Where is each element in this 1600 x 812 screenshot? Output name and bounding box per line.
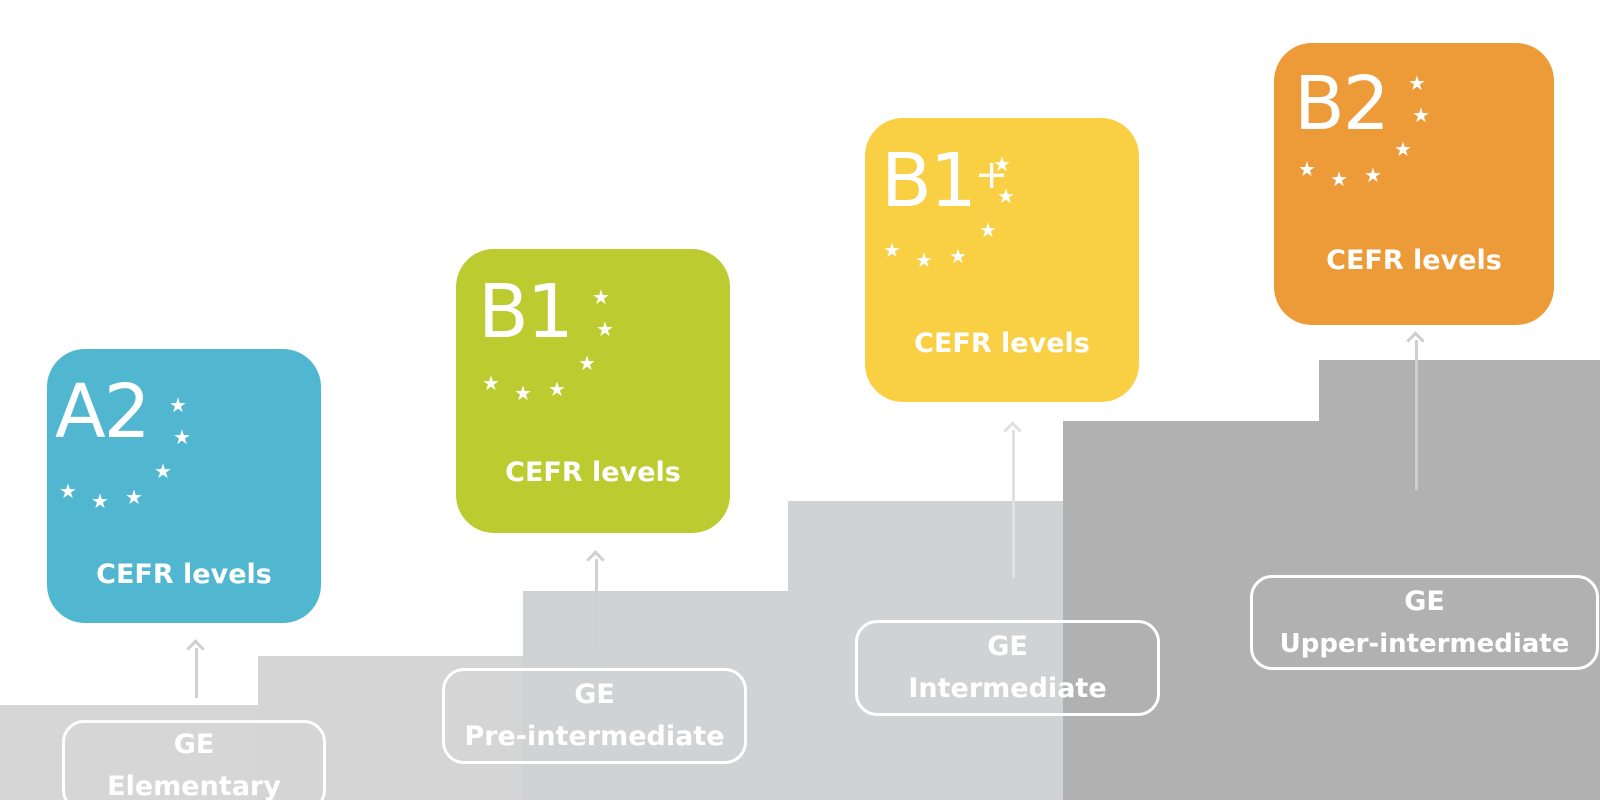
star-icon: ★ bbox=[173, 425, 191, 449]
level-card-b2: B2 ★ ★ ★ ★ ★ ★ CEFR levels bbox=[1274, 43, 1554, 325]
star-icon: ★ bbox=[592, 285, 610, 309]
star-icon: ★ bbox=[59, 479, 77, 503]
star-icon: ★ bbox=[1412, 103, 1430, 127]
arrow-up-icon bbox=[586, 550, 606, 651]
course-prefix: GE bbox=[987, 631, 1028, 662]
arrow-up-icon bbox=[186, 639, 206, 698]
star-icon: ★ bbox=[997, 184, 1015, 208]
level-code: B1+ bbox=[881, 138, 1009, 224]
course-badge-intermediate: GE Intermediate bbox=[855, 620, 1160, 716]
stair-step-4 bbox=[788, 501, 1065, 800]
card-label: CEFR levels bbox=[96, 559, 272, 590]
star-icon: ★ bbox=[1364, 163, 1382, 187]
star-icon: ★ bbox=[91, 489, 109, 513]
star-icon: ★ bbox=[883, 238, 901, 262]
course-prefix: GE bbox=[574, 679, 615, 710]
level-card-b1-plus: B1+ ★ ★ ★ ★ ★ ★ CEFR levels bbox=[865, 118, 1139, 402]
star-icon: ★ bbox=[979, 218, 997, 242]
course-name: Intermediate bbox=[908, 673, 1107, 704]
course-name: Pre-intermediate bbox=[464, 721, 725, 752]
level-code: B1 bbox=[478, 269, 574, 355]
level-card-b1: B1 ★ ★ ★ ★ ★ ★ CEFR levels bbox=[456, 249, 730, 533]
star-icon: ★ bbox=[578, 351, 596, 375]
card-label: CEFR levels bbox=[505, 457, 681, 488]
star-icon: ★ bbox=[482, 371, 500, 395]
star-icon: ★ bbox=[1298, 157, 1316, 181]
course-badge-elementary: GE Elementary bbox=[62, 720, 326, 812]
course-badge-upper-intermediate: GE Upper-intermediate bbox=[1250, 575, 1599, 670]
stair-step-5 bbox=[1063, 421, 1321, 800]
level-code: B2 bbox=[1294, 61, 1390, 147]
star-icon: ★ bbox=[993, 152, 1011, 176]
arrow-up-icon bbox=[1003, 421, 1023, 578]
card-label: CEFR levels bbox=[914, 328, 1090, 359]
star-icon: ★ bbox=[169, 393, 187, 417]
level-code: A2 bbox=[55, 369, 151, 455]
star-icon: ★ bbox=[596, 317, 614, 341]
level-card-a2: A2 ★ ★ ★ ★ ★ ★ CEFR levels bbox=[47, 349, 321, 623]
card-label: CEFR levels bbox=[1326, 245, 1502, 276]
star-icon: ★ bbox=[1394, 137, 1412, 161]
course-name: Elementary bbox=[107, 771, 281, 802]
course-badge-pre-intermediate: GE Pre-intermediate bbox=[442, 668, 747, 764]
course-name: Upper-intermediate bbox=[1279, 628, 1570, 659]
star-icon: ★ bbox=[154, 459, 172, 483]
star-icon: ★ bbox=[548, 377, 566, 401]
arrow-up-icon bbox=[1406, 331, 1426, 490]
star-icon: ★ bbox=[915, 248, 933, 272]
course-prefix: GE bbox=[173, 729, 215, 760]
star-icon: ★ bbox=[125, 485, 143, 509]
star-icon: ★ bbox=[1330, 167, 1348, 191]
star-icon: ★ bbox=[514, 381, 532, 405]
stair-step-6 bbox=[1319, 360, 1600, 800]
star-icon: ★ bbox=[949, 244, 967, 268]
stair-step-2 bbox=[258, 656, 525, 800]
course-prefix: GE bbox=[1404, 585, 1445, 617]
star-icon: ★ bbox=[1408, 71, 1426, 95]
